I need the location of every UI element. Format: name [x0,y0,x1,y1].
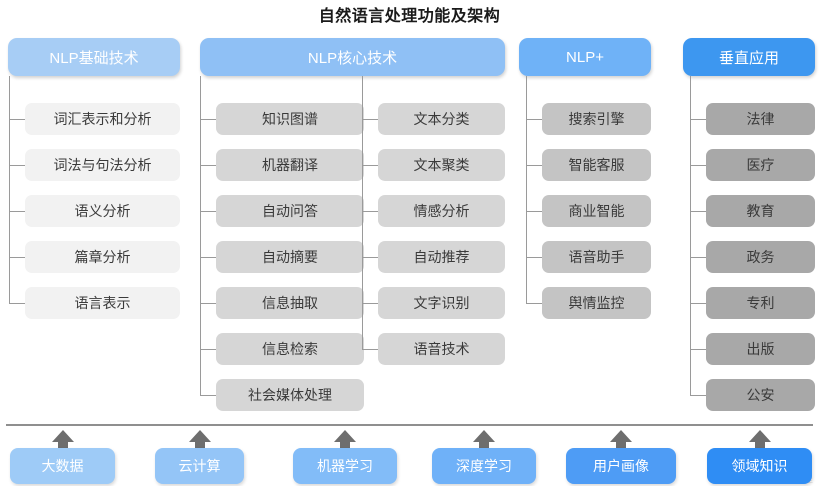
node-nlp-core-1-5[interactable]: 信息抽取 [216,287,364,319]
connector-branch [362,303,378,304]
column-header-nlp-core[interactable]: NLP核心技术 [200,38,505,76]
column-header-nlp-basic[interactable]: NLP基础技术 [8,38,180,76]
node-nlp-core-1-6[interactable]: 信息检索 [216,333,364,365]
node-nlp-core-2-4[interactable]: 自动推荐 [378,241,505,273]
connector-branch [690,257,706,258]
connector-branch [362,119,378,120]
node-nlp-plus-1-4[interactable]: 语音助手 [542,241,651,273]
node-vertical-app-1-1[interactable]: 法律 [706,103,815,135]
node-nlp-core-1-2[interactable]: 机器翻译 [216,149,364,181]
connector-branch [690,303,706,304]
node-vertical-app-1-4[interactable]: 政务 [706,241,815,273]
connector-branch [9,119,25,120]
connector-branch [526,165,542,166]
foundation-item-4[interactable]: 深度学习 [432,448,536,484]
node-vertical-app-1-5[interactable]: 专利 [706,287,815,319]
connector-branch [200,349,216,350]
node-nlp-basic-1-3[interactable]: 语义分析 [25,195,180,227]
arrow-head [748,430,771,442]
connector-branch [200,257,216,258]
connector-trunk [690,76,691,395]
node-nlp-basic-1-5[interactable]: 语言表示 [25,287,180,319]
column-header-nlp-plus[interactable]: NLP+ [519,38,651,76]
connector-branch [9,303,25,304]
node-vertical-app-1-7[interactable]: 公安 [706,379,815,411]
node-vertical-app-1-3[interactable]: 教育 [706,195,815,227]
connector-branch [362,165,378,166]
node-nlp-plus-1-5[interactable]: 舆情监控 [542,287,651,319]
connector-branch [690,119,706,120]
connector-branch [9,165,25,166]
connector-branch [9,257,25,258]
connector-branch [362,349,378,350]
connector-branch [690,349,706,350]
node-nlp-basic-1-1[interactable]: 词汇表示和分析 [25,103,180,135]
node-nlp-core-1-4[interactable]: 自动摘要 [216,241,364,273]
connector-branch [200,395,216,396]
connector-branch [200,211,216,212]
node-nlp-core-2-3[interactable]: 情感分析 [378,195,505,227]
foundation-item-6[interactable]: 领域知识 [707,448,812,484]
connector-branch [526,303,542,304]
connector-trunk [526,76,527,303]
connector-branch [200,165,216,166]
foundation-item-3[interactable]: 机器学习 [293,448,397,484]
node-nlp-plus-1-1[interactable]: 搜索引擎 [542,103,651,135]
node-nlp-core-1-7[interactable]: 社会媒体处理 [216,379,364,411]
connector-branch [690,211,706,212]
connector-trunk [362,76,363,349]
connector-branch [690,165,706,166]
connector-branch [362,257,378,258]
node-vertical-app-1-2[interactable]: 医疗 [706,149,815,181]
node-nlp-core-2-6[interactable]: 语音技术 [378,333,505,365]
arrow-head [188,430,211,442]
node-nlp-basic-1-4[interactable]: 篇章分析 [25,241,180,273]
node-nlp-plus-1-2[interactable]: 智能客服 [542,149,651,181]
node-nlp-plus-1-3[interactable]: 商业智能 [542,195,651,227]
connector-trunk [200,76,201,395]
node-nlp-basic-1-2[interactable]: 词法与句法分析 [25,149,180,181]
connector-branch [690,395,706,396]
foundation-item-1[interactable]: 大数据 [10,448,115,484]
node-nlp-core-2-2[interactable]: 文本聚类 [378,149,505,181]
arrow-head [334,430,356,442]
foundation-item-5[interactable]: 用户画像 [566,448,676,484]
node-nlp-core-2-1[interactable]: 文本分类 [378,103,505,135]
arrow-head [473,430,495,442]
page-title: 自然语言处理功能及架构 [318,8,501,25]
arrow-head [51,430,74,442]
connector-branch [200,119,216,120]
foundation-item-2[interactable]: 云计算 [155,448,244,484]
connector-branch [526,119,542,120]
connector-trunk [9,76,10,303]
arrow-head [610,430,632,442]
node-nlp-core-1-3[interactable]: 自动问答 [216,195,364,227]
connector-branch [200,303,216,304]
connector-branch [526,257,542,258]
node-nlp-core-1-1[interactable]: 知识图谱 [216,103,364,135]
column-header-vertical-app[interactable]: 垂直应用 [683,38,815,76]
foundation-divider [6,424,813,426]
connector-branch [9,211,25,212]
node-nlp-core-2-5[interactable]: 文字识别 [378,287,505,319]
connector-branch [526,211,542,212]
connector-branch [362,211,378,212]
node-vertical-app-1-6[interactable]: 出版 [706,333,815,365]
